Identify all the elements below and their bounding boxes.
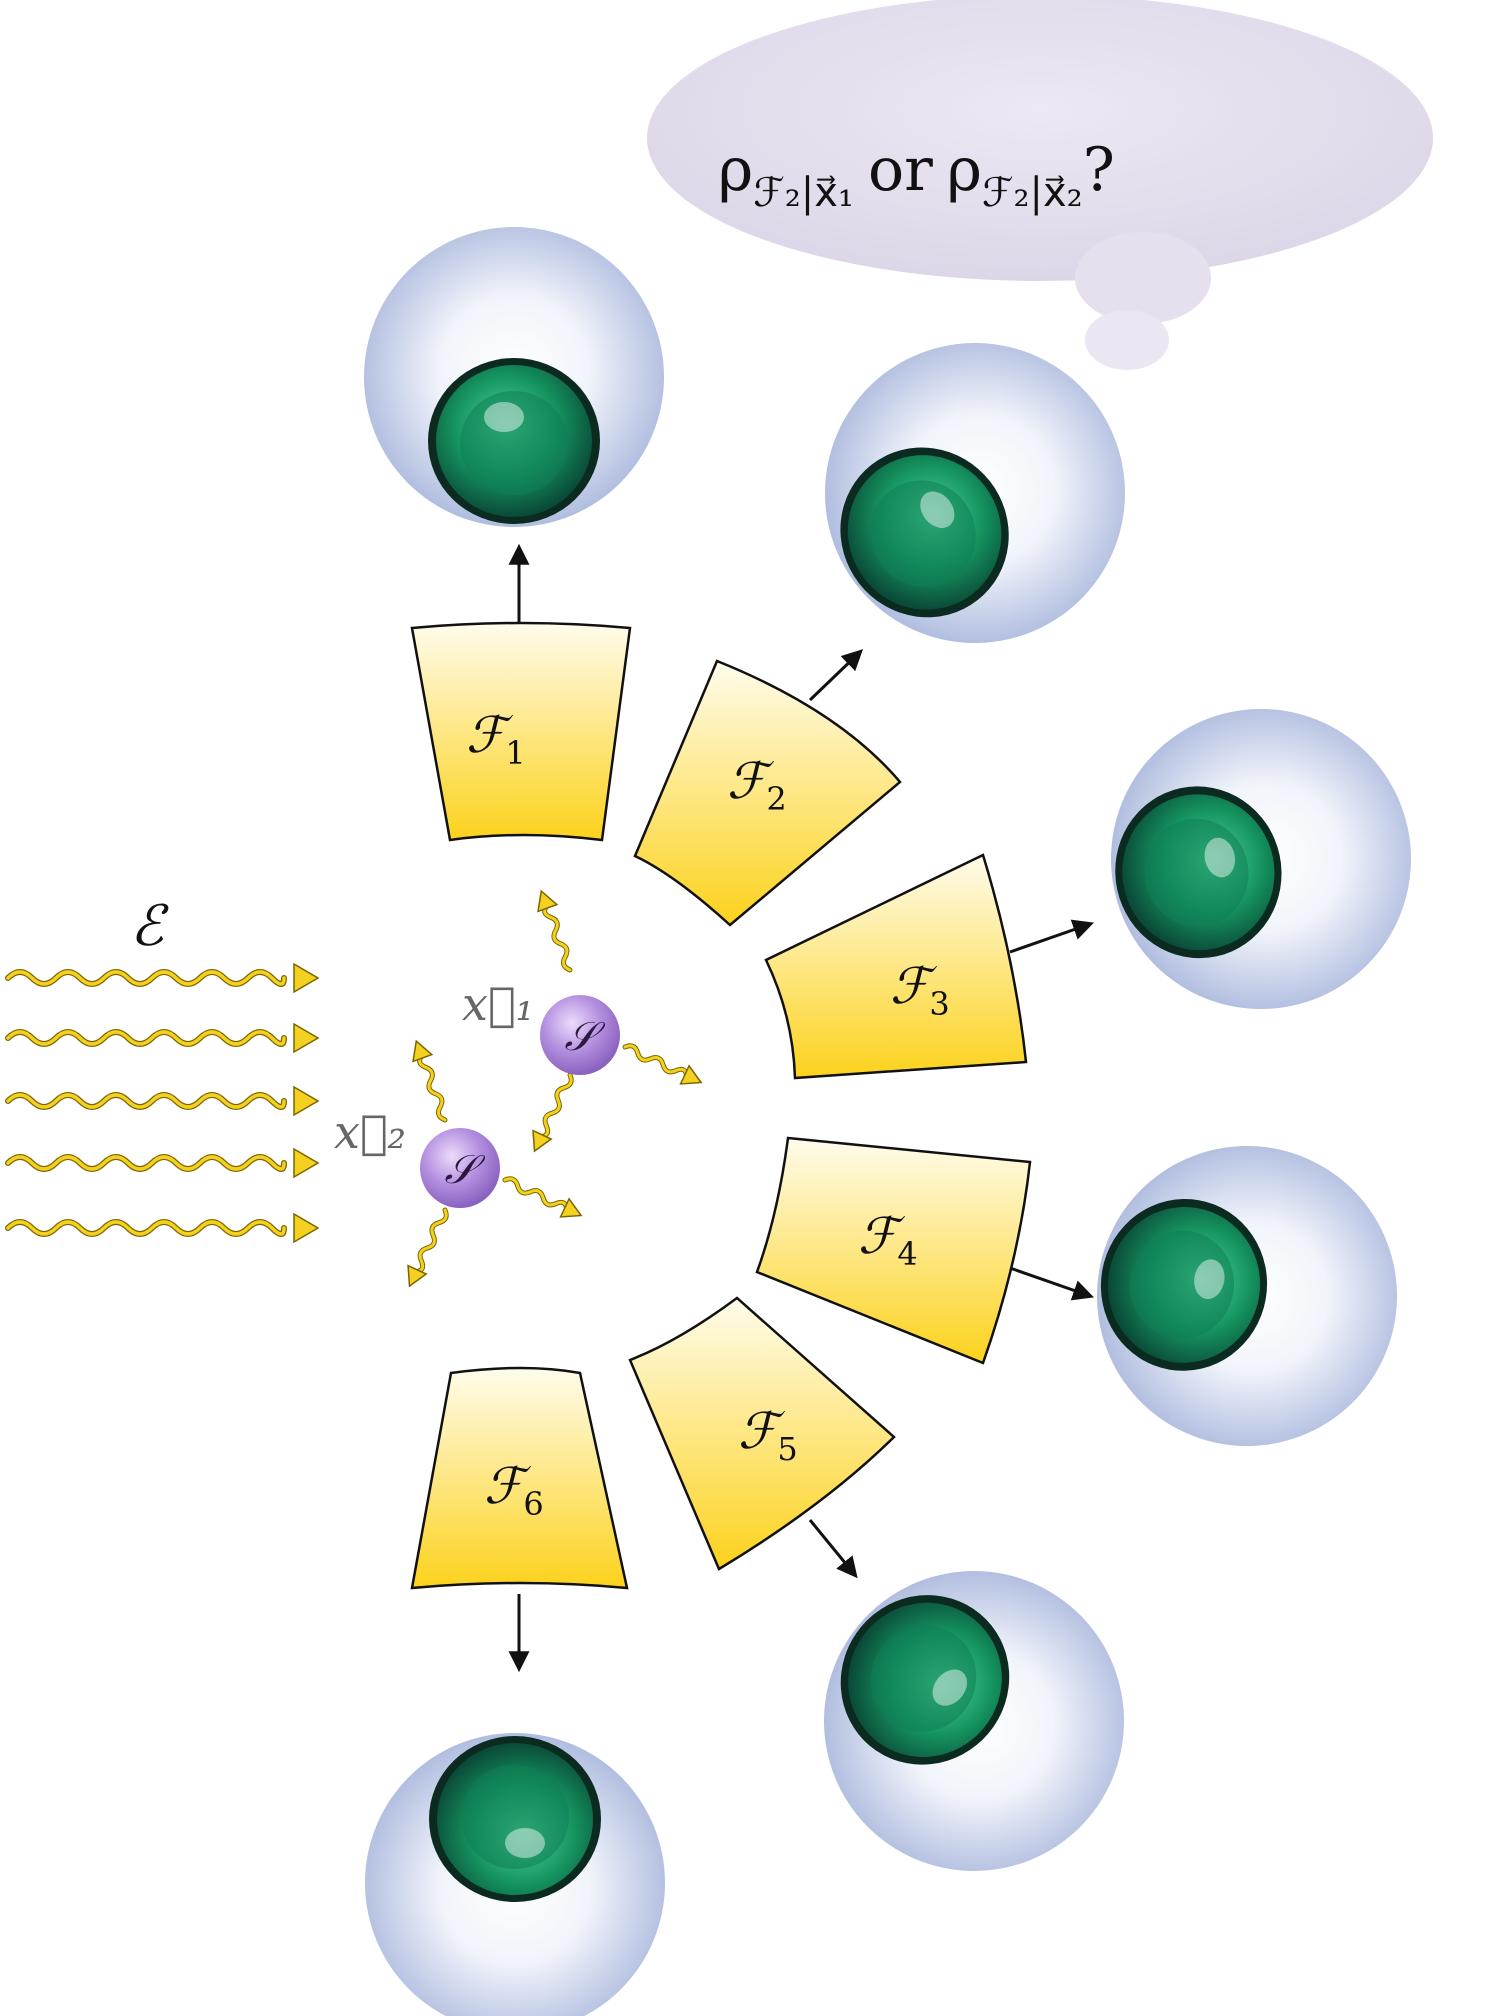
photon-wave-icon — [8, 1087, 318, 1115]
fragment-4 — [755, 1136, 1032, 1365]
photon-wave-icon — [400, 1206, 454, 1291]
or-word: or — [868, 135, 933, 205]
photon-wave-icon — [621, 1038, 706, 1092]
eye-icon — [1083, 681, 1439, 1037]
environment-label: ℰ — [130, 894, 169, 959]
particle-1 — [540, 995, 620, 1075]
photon-wave-icon — [501, 1171, 586, 1225]
photon-wave-icon — [8, 1024, 318, 1052]
fragment-label-6: ℱ6 — [484, 1457, 544, 1523]
fragment-6 — [410, 1366, 629, 1590]
arrow-icon — [808, 649, 864, 702]
photon-wave-icon — [407, 1038, 455, 1124]
fragment-label-5: ℱ5 — [738, 1402, 798, 1468]
photon-wave-icon — [8, 1214, 318, 1242]
conditional-subscript-2: ℱ₂|x⃗₂ — [982, 170, 1083, 216]
arrow-icon — [1009, 1266, 1094, 1301]
photon-wave-icon — [8, 1149, 318, 1177]
fragments — [410, 621, 1032, 1590]
arrow-icon — [1009, 919, 1094, 954]
photon-wave-icon — [525, 1071, 579, 1156]
eye-icon — [762, 1509, 1186, 1933]
fragment-3 — [764, 853, 1028, 1080]
photon-wave-icon — [8, 964, 318, 992]
system-particles: 𝒮 𝒮 x⃗₁ x⃗₂ — [334, 977, 620, 1208]
observer-eyes — [364, 227, 1439, 2016]
measurement-arrows — [508, 543, 1094, 1673]
rho-symbol-2: ρ — [947, 135, 982, 205]
environment-photons: ℰ — [8, 894, 318, 1242]
scattered-photons — [400, 888, 705, 1291]
rho-symbol-1: ρ — [718, 135, 753, 205]
position-label-2: x⃗₂ — [334, 1105, 406, 1159]
arrow-icon — [808, 1519, 858, 1579]
eye-icon — [365, 1733, 665, 2016]
eye-icon — [1073, 1122, 1421, 1470]
conditional-subscript-1: ℱ₂|x⃗₁ — [753, 170, 854, 216]
particle-2 — [420, 1128, 500, 1208]
fragment-2 — [633, 659, 902, 927]
fragment-1 — [410, 621, 632, 842]
eye-icon — [364, 227, 664, 527]
photon-wave-icon — [532, 888, 580, 974]
fragment-5 — [628, 1296, 896, 1571]
position-label-1: x⃗₁ — [462, 977, 534, 1031]
fragment-label-4: ℱ4 — [858, 1207, 918, 1273]
question-mark: ? — [1083, 135, 1115, 205]
